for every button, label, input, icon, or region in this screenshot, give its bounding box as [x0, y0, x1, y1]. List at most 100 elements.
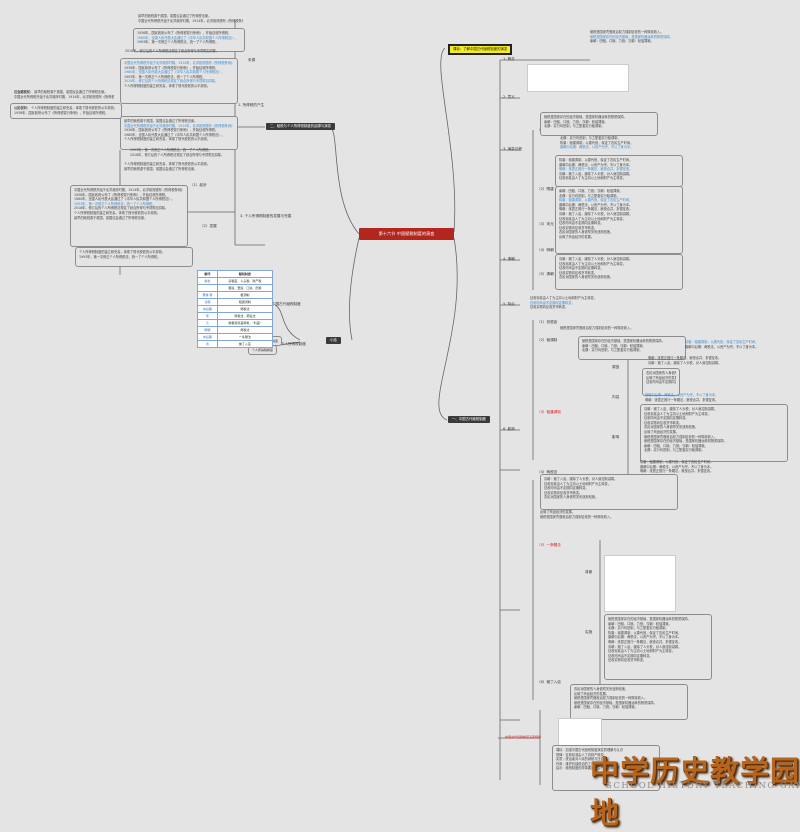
branch-ancient-tax[interactable]: 一、中国古代赋税制度 — [448, 416, 490, 423]
node-ancient-tax-system[interactable]: 中国古代赋税制度 — [272, 302, 301, 306]
table-cell-tax: 两税法 — [216, 326, 274, 334]
flowchart-diagram — [604, 555, 676, 612]
table-cell-era: 清 — [197, 340, 218, 348]
sub-tanding-rumu[interactable]: （6）摊丁入亩 — [537, 680, 561, 684]
text-box: 秦朝：田租、口赋、力役；汉朝：轻徭薄赋。 北魏：实行均田制，与之配套实行租调制。… — [555, 186, 683, 254]
text-box: 课标：加强中国古代赋税制度演变的理解与认识 规律：征收标准由人丁向财产转变 实质… — [552, 745, 660, 791]
sub-single-whip[interactable]: （5）一条鞭法 — [537, 543, 561, 547]
node-significance[interactable]: 2. 意义 — [503, 95, 515, 99]
table-cell-tax: 初税亩、人头税、财产税 — [216, 277, 274, 285]
text-box: 1936年，国民政府公布了《所得税暂行条例》，开始征收所得税。 1980年，全国… — [133, 28, 245, 52]
text-box: 赋税是国家存在的经济基础，是国家机器运转的物质保障。 秦朝：田租、口赋、力役；汉… — [604, 614, 712, 680]
tag-background[interactable]: 背景 — [585, 570, 593, 574]
table-cell-era: 北朝 — [197, 298, 218, 306]
text-box: 中国近代所得税开始于北洋政府时期，1914年，北洋政府颁布《所得税条例》。 19… — [120, 58, 238, 104]
text-block: 隋唐：租庸调制，以庸代役，保证了农民生产时间。 唐朝中后期：两税法，以资产为宗，… — [685, 340, 759, 349]
sub-sui-tang[interactable]: （2）隋唐 — [537, 187, 554, 191]
table-row: 清摊丁入亩 — [197, 340, 274, 348]
note-parliament-tax-power: 议会赋税权： 最早的赋税源于英国，英国议会通过了所得税法案。 中国近代所得税开始… — [14, 90, 114, 99]
text-box: 个人所得税制度的建立和完善，体现了现代税收的公平原则。 1993年，第一次修正个… — [75, 247, 193, 267]
text-box: 农民对国家的人身依附关系逐渐松弛。 反映了商品经济的发展。 征收时间由不定期向定… — [642, 368, 680, 396]
table-row: 明朝两税法 — [197, 326, 274, 334]
curriculum-standard-node[interactable]: 课标：了解中国古代赋税制度的演变 — [448, 44, 513, 55]
node-impact[interactable]: 6. 影响 — [503, 427, 515, 431]
sub-zudiao[interactable]: （2）租调制 — [537, 338, 558, 342]
text-block: 北魏：实行均田制，与之配套实行租调制。 隋唐：租庸调制，以庸代役，保证了农民生产… — [560, 136, 634, 150]
tag-implementation[interactable]: 实施 — [585, 630, 593, 634]
tag-impact[interactable]: 影响 — [612, 435, 620, 439]
text-box: 清朝：摊丁入亩，废除了人头税，对人身控制减弱。 征收标准由人丁为主向以土地和财产… — [640, 404, 788, 462]
text-block: 最早的赋税源于英国，英国议会通过了所得税法案。 中国近代所得税开始于北洋政府时期… — [138, 14, 243, 23]
table-cell-tax: 一条鞭法 — [216, 333, 274, 341]
node-start[interactable]: （1）起步 — [190, 183, 207, 187]
table-cell-tax: 摊丁入亩 — [216, 340, 274, 348]
node-evolution[interactable]: 3. 演变过程 — [503, 147, 522, 151]
node-source[interactable]: 来源 — [248, 58, 256, 62]
table-row: 北朝租庸调制 — [197, 298, 274, 306]
text-block: 唐朝中后期：两税法，以资产为宗，不以丁身为本。 明朝：张居正推行一条鞭法，赋役合… — [645, 393, 719, 402]
tag-content[interactable]: 内容 — [612, 395, 620, 399]
node-features[interactable]: 5. 特点 — [503, 302, 515, 306]
table-row: 宋两税法、募役法 — [197, 312, 274, 320]
table-cell-era — [197, 284, 218, 292]
text-box: 最早的赋税源于英国，英国议会通过了所得税法案。 中国近代所得税开始于北洋政府时期… — [120, 116, 238, 150]
node-concept[interactable]: 1. 概念 — [503, 57, 515, 61]
table-cell-era: 元 — [197, 319, 218, 327]
table-row: 曹魏·晋租调制 — [197, 291, 274, 299]
text-block: 赋税是国家凭借政治权力强制征收的一种财政收入。 赋税是国家存在的经济基础，是国家… — [590, 30, 673, 44]
table-cell-tax: 租赋、更赋、口赋、田税 — [216, 284, 274, 292]
table-header-era: 朝代 — [197, 270, 218, 278]
table-cell-era: 曹魏·晋 — [197, 291, 218, 299]
sub-two-tax[interactable]: （4）两税法 — [537, 470, 558, 474]
note-civil-rights: 公民权利： 个人所得税制度的建立和完善，体现了现代税收的公平原则。 1936年，… — [10, 103, 122, 119]
node-develop[interactable]: （2）发展 — [200, 224, 217, 228]
sub-ming[interactable]: （4）明朝 — [537, 248, 554, 252]
table-cell-tax: 两税法 — [216, 305, 274, 313]
tag-reason[interactable]: 原因 — [612, 365, 620, 369]
text-block: 2018年，修订后的个人所得税法规定了综合所得与专项附加扣除。 — [125, 49, 220, 53]
node-qing[interactable]: 4. 清朝 — [503, 257, 515, 261]
text-box: 隋唐：租庸调制，以庸代役，保证了农民生产时间。 唐朝中后期：两税法，以资产为宗，… — [555, 155, 683, 187]
node-income-tax-origin[interactable]: 1. 所得税的产生 — [238, 103, 265, 107]
link-central-left-mid — [349, 237, 360, 341]
text-box: 清朝：摊丁入亩，废除了人头税，对人身控制减弱。 征收标准由人丁为主向以土地和财产… — [555, 254, 683, 290]
link-central-right-main — [438, 237, 458, 421]
text-block: 隋唐：租庸调制，以庸代役，保证了农民生产时间。 唐朝中后期：两税法，以资产为宗，… — [640, 460, 714, 474]
node-tax-and-income-tax[interactable]: 赋税与个人所得税制度 — [270, 342, 306, 346]
branch-summary[interactable]: 小结 — [326, 337, 341, 344]
sub-tax-per-mu[interactable]: （1）初税亩 — [537, 320, 558, 324]
central-topic[interactable]: 第十六节 中国赋税制度的演变 — [359, 228, 454, 240]
table-row: 租赋、更赋、口赋、田税 — [197, 284, 274, 292]
table-row: 中后期两税法 — [197, 305, 274, 313]
era-tax-table: 朝代 赋税制度 春秋初税亩、人头税、财产税租赋、更赋、口赋、田税曹魏·晋租调制北… — [197, 270, 274, 348]
sub-zuyongdiao[interactable]: （3）租庸调制 — [537, 410, 561, 414]
text-line: 中国近代所得税开始于北洋政府时期，1914年，北洋政府颁布《所得税条例》。 — [138, 18, 243, 23]
table-row: 中后期一条鞭法 — [197, 333, 274, 341]
table-cell-era: 春秋 — [197, 277, 218, 285]
link-central-right-top — [440, 47, 456, 233]
text-block: 赋税是国家凭借政治权力强制征收的一种财政收入。 — [560, 326, 634, 330]
table-cell-tax: 两税法、募役法 — [216, 312, 274, 320]
text-block: 明朝：张居正推行一条鞭法，赋役合并，折银征收。 清朝：摊丁入亩，废除了人头税，对… — [648, 356, 722, 365]
table-cell-era: 中后期 — [197, 333, 218, 341]
branch-evolution-rule[interactable]: 中国古代赋税制度演变规律 — [505, 735, 542, 739]
text-block: 1993年，第一次修正个人所得税法，统一了个人所得税。 2018年，修订后的个人… — [130, 148, 225, 157]
branch-tax-income-origin[interactable]: 二、赋税与个人所得税制度的起源与演变 — [266, 123, 336, 130]
text-line: 最早的赋税源于英国，英国议会通过了所得税法案。 — [138, 14, 212, 18]
text-block: 反映了商品经济的发展。 赋税是国家凭借政治权力强制征收的一种财政收入。 — [540, 510, 614, 519]
text-box: 赋税是国家存在的经济基础，是国家机器运转的物质保障。 秦朝：田租、口赋、力役；汉… — [540, 112, 658, 136]
text-box: 赋税是国家存在的经济基础，是国家机器运转的物质保障。 秦朝：田租、口赋、力役；汉… — [578, 336, 686, 360]
sub-song-yuan[interactable]: （3）宋元 — [537, 222, 554, 226]
diagram-thumbnail — [527, 64, 629, 92]
table-row: 元税粮和科差两类，“科差” — [197, 319, 274, 327]
watermark-logo-en: SCHOOL HISTORY TEACHING GARDEN — [606, 781, 800, 791]
text-block: 征收标准由人丁为主向以土地和财产为主转变。 征收时间由不定期向定期转变。 征收实… — [530, 296, 597, 310]
table-cell-era: 明朝 — [197, 326, 218, 334]
text-box: 清朝：摊丁入亩，废除了人头税，对人身控制减弱。 征收标准由人丁为主向以土地和财产… — [540, 474, 678, 510]
table-cell-era: 中后期 — [197, 305, 218, 313]
node-income-tax-system[interactable]: 3. 个人所得税制度的发展与完善 — [240, 214, 292, 218]
summary-thumbnail — [558, 718, 602, 747]
table-cell-tax: 租庸调制 — [216, 298, 274, 306]
sub-qing[interactable]: （5）清朝 — [537, 272, 554, 276]
table-row: 春秋初税亩、人头税、财产税 — [197, 277, 274, 285]
